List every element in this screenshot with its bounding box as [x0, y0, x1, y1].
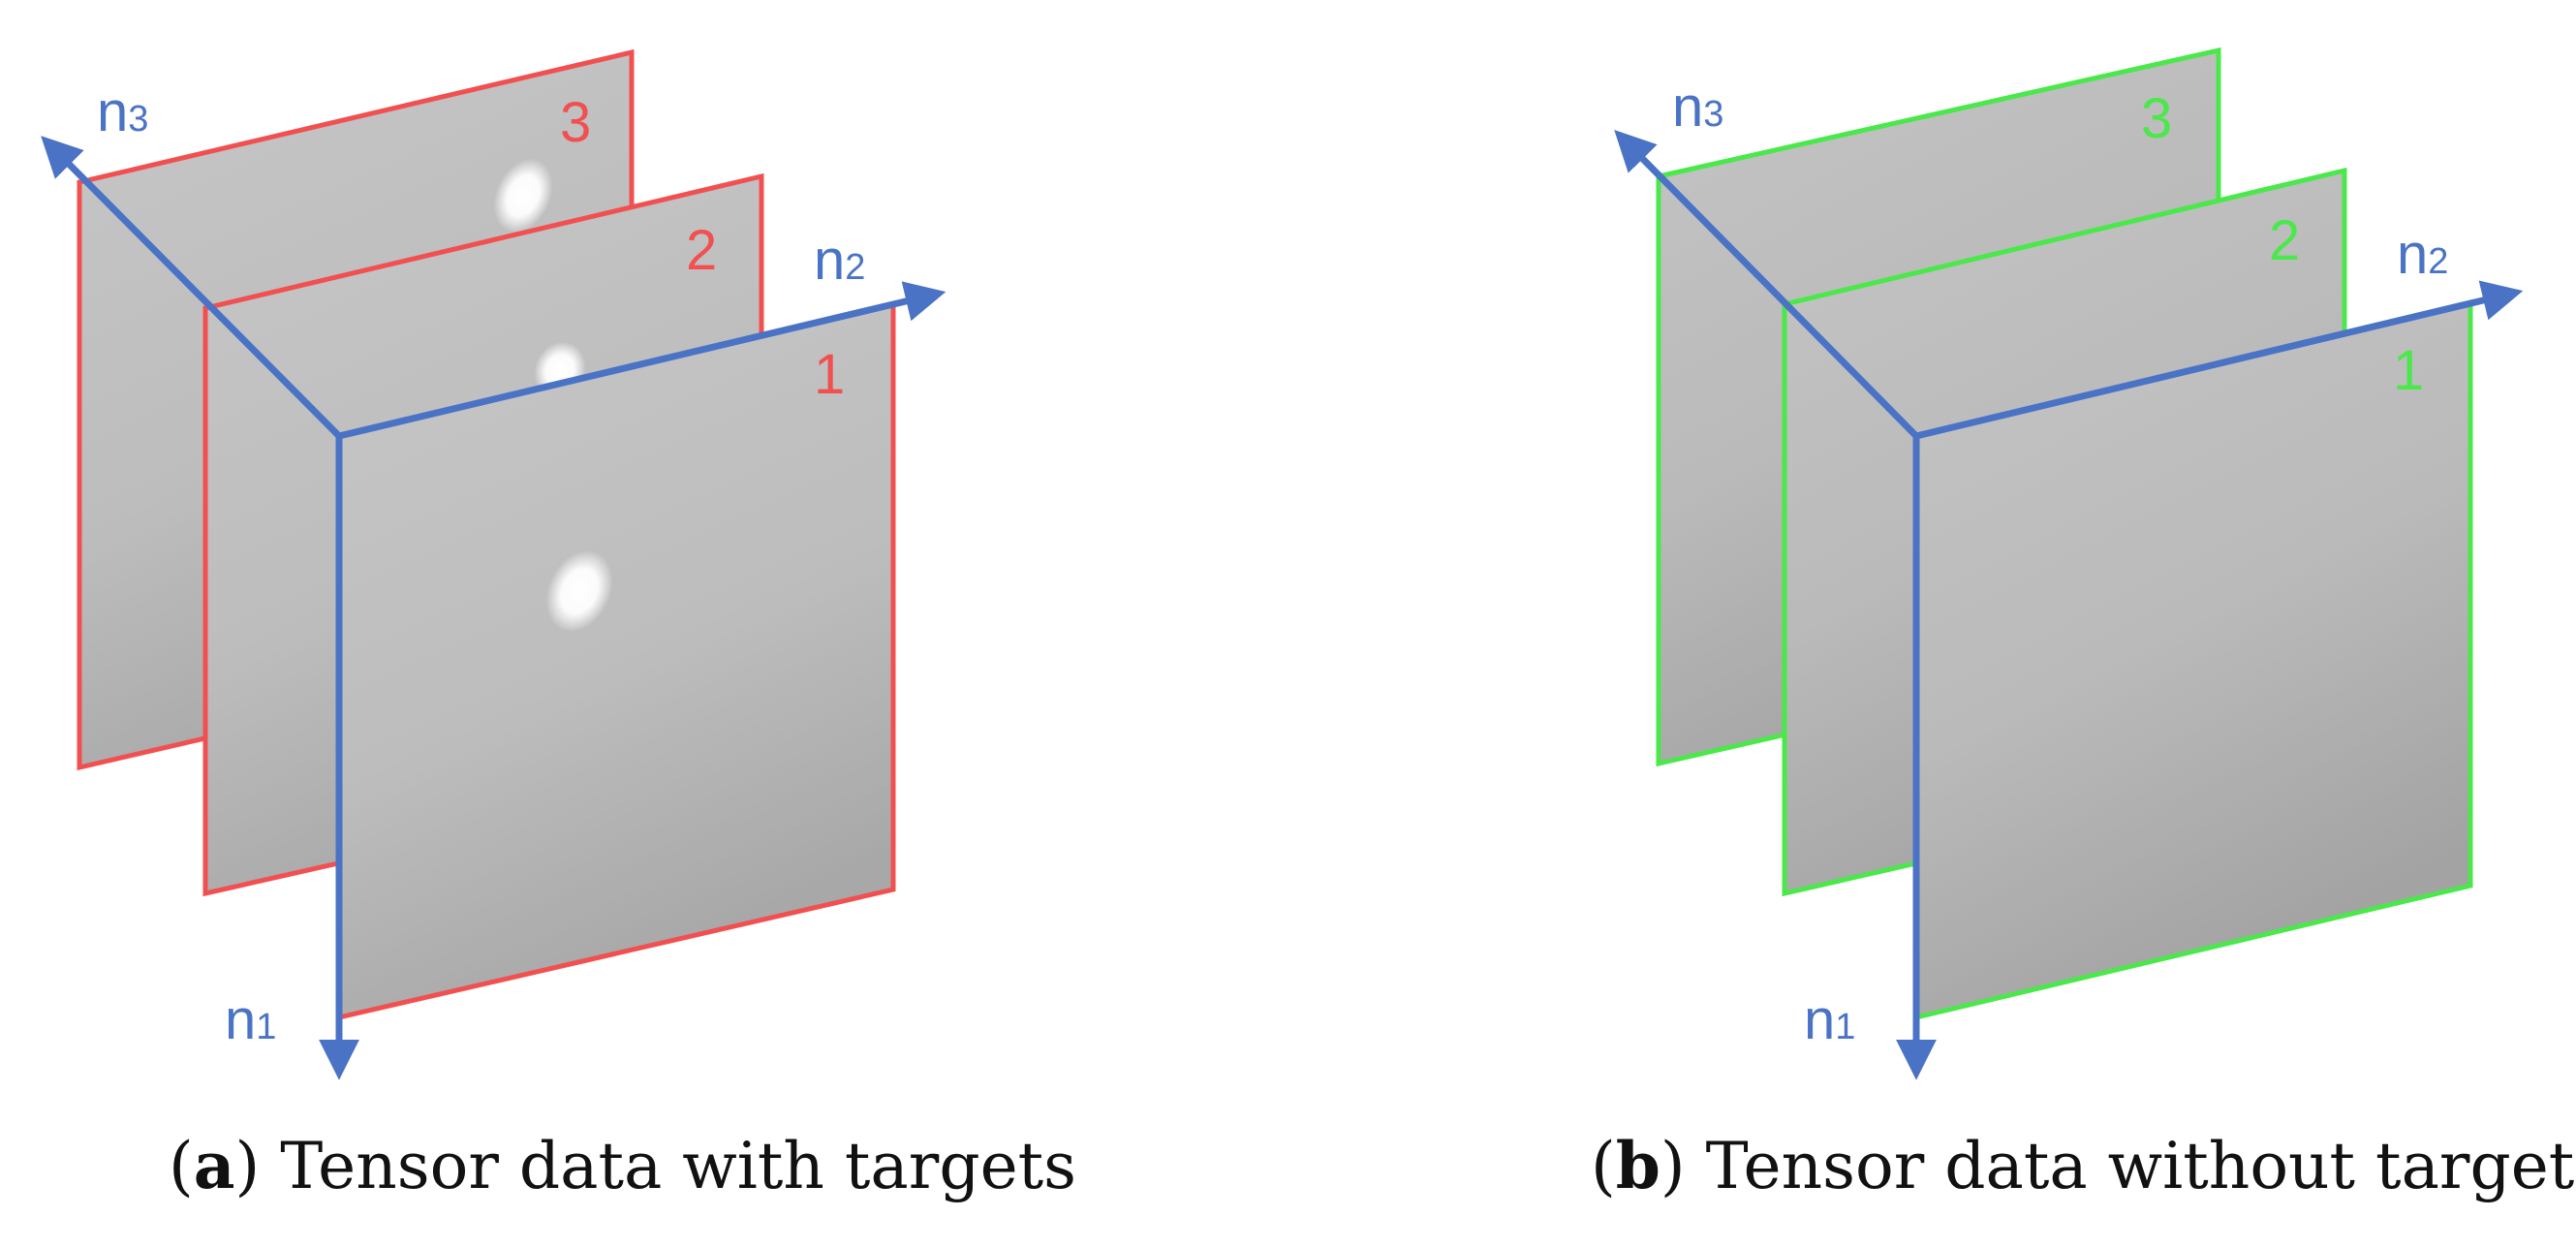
axis-n3-label: n3 [97, 80, 148, 143]
panel-b: 3 2 1 n3 n2 n1 [1614, 47, 2524, 1080]
caption-b-text: Tensor data without targets [1705, 1129, 2576, 1203]
frame-3-number: 3 [560, 91, 591, 154]
caption-a: (a) Tensor data with targets [169, 1128, 1077, 1203]
frame-1-number: 1 [814, 343, 845, 406]
axis-n2-label: n2 [2397, 223, 2448, 286]
axis-n1-label: n1 [1804, 988, 1855, 1051]
axis-n2-label: n2 [814, 229, 865, 292]
caption-b: (b) Tensor data without targets [1591, 1134, 2576, 1199]
axis-n2-arrow [1915, 280, 2524, 440]
panel-a-axes [41, 136, 947, 1080]
axis-n3-arrow [41, 136, 342, 439]
panel-a: 3 2 1 n3 n2 n1 [41, 48, 947, 1080]
target-spot [545, 549, 613, 633]
frame-1-number: 1 [2393, 339, 2424, 402]
frame-3-number: 3 [2141, 87, 2172, 150]
caption-a-text: Tensor data with targets [280, 1129, 1077, 1203]
panel-b-axes [1614, 130, 2524, 1080]
axis-n2-arrow [338, 281, 947, 440]
frame-2-number: 2 [686, 219, 717, 282]
caption-b-letter: b [1615, 1128, 1660, 1203]
axis-n3-arrow [1614, 130, 1919, 439]
caption-a-letter: a [193, 1128, 235, 1203]
axis-n1-label: n1 [225, 988, 276, 1051]
frame-2-number: 2 [2269, 209, 2300, 272]
axis-n3-label: n3 [1672, 76, 1723, 139]
target-spot [493, 158, 553, 234]
